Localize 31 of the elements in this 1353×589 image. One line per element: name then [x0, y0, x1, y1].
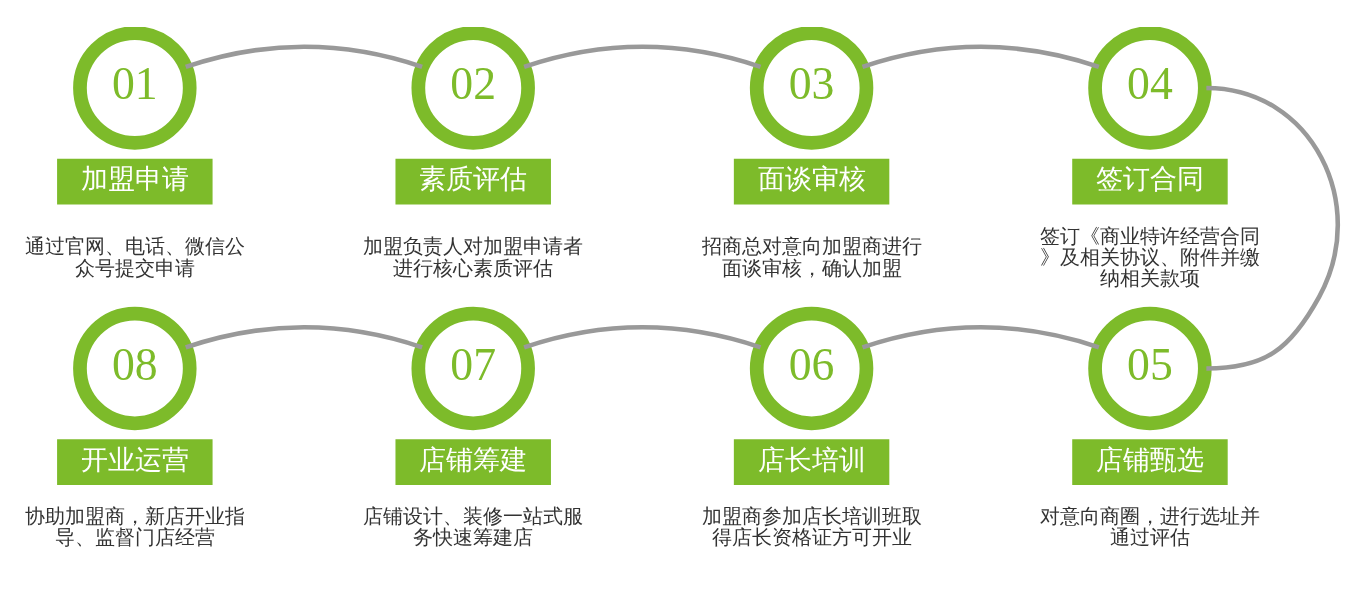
node-label: 对意向商圈，进行选址并通过评估 — [1039, 504, 1260, 550]
node-box: 开业运营 — [57, 439, 213, 485]
node-circle: 02 — [411, 27, 535, 150]
node-label: 招商总对意向加盟商进行面谈审核，确认加盟 — [701, 235, 922, 280]
node-box: 素质评估 — [395, 158, 551, 205]
connector — [523, 44, 762, 70]
node-label: 加盟负责人对加盟申请者进行核心素质评估 — [363, 235, 584, 280]
node-box: 面谈审核 — [733, 158, 890, 205]
connector — [861, 44, 1100, 70]
connector — [861, 325, 1100, 350]
node-label: 加盟商参加店长培训班取得店长资格证方可开业 — [701, 504, 922, 550]
node-circle: 07 — [411, 306, 535, 431]
node-circle: 05 — [1088, 306, 1212, 431]
node-box: 加盟申请 — [57, 158, 213, 205]
node-box: 店铺筹建 — [395, 439, 551, 485]
node-circle: 01 — [73, 27, 197, 150]
node-circle: 03 — [749, 27, 874, 150]
node-label: 签订《商业特许经营合同》及相关协议、附件并缴纳相关款项 — [1039, 224, 1260, 291]
node-circle: 06 — [749, 306, 874, 431]
connector — [185, 325, 423, 350]
node-circle: 04 — [1088, 27, 1212, 150]
node-circle: 08 — [73, 306, 197, 431]
node-box: 店铺甄选 — [1072, 439, 1228, 485]
connector — [523, 325, 762, 350]
node-label: 协助加盟商，新店开业指导、监督门店经营 — [24, 504, 245, 550]
node-box: 店长培训 — [733, 439, 890, 485]
node-label: 通过官网、电话、微信公众号提交申请 — [24, 235, 245, 280]
node-box: 签订合同 — [1072, 158, 1228, 205]
connector — [185, 44, 423, 70]
node-label: 店铺设计、装修一站式服务快速筹建店 — [363, 504, 584, 550]
connector — [1206, 85, 1340, 371]
